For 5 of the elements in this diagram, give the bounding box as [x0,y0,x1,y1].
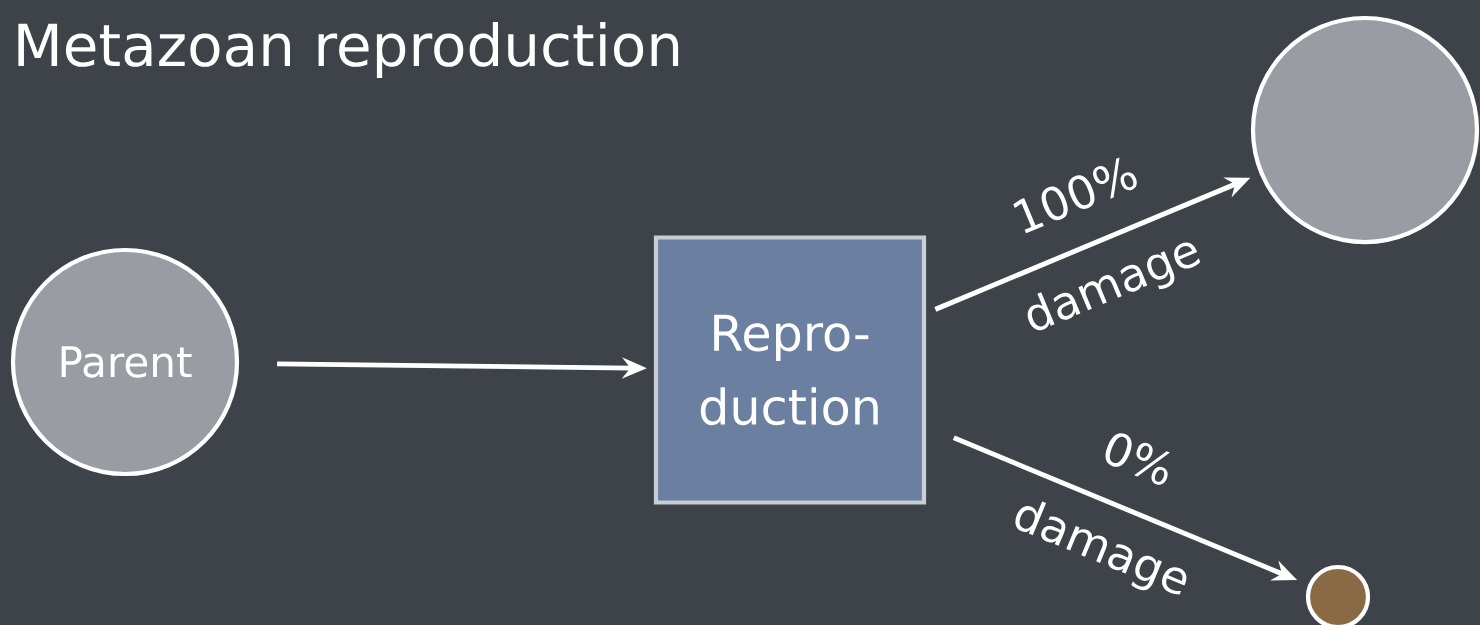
circle-node [1305,564,1371,625]
title: Metazoan reproduction [18,21,679,79]
circle-node [1250,15,1480,245]
circle-node: Parent [10,247,240,477]
process-box: Repro- duction [653,235,927,505]
